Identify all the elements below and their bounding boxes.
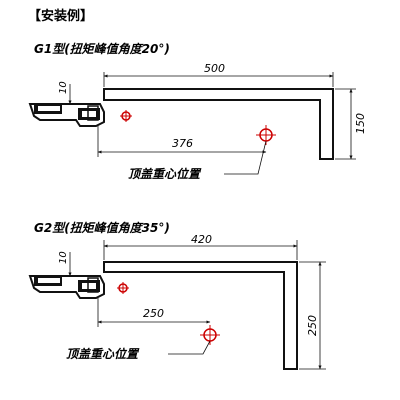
g2-diagram: G2型(扭矩峰值角度35°) 420 xyxy=(28,221,326,370)
g1-hinge-marker xyxy=(120,110,132,122)
g2-dim-cog: 250 xyxy=(97,298,211,327)
g2-cog-leader xyxy=(168,340,211,355)
g2-dim-bracket-value: 10 xyxy=(58,251,69,264)
g1-label: G1型(扭矩峰值角度20°) xyxy=(34,42,170,56)
g1-dim-width-value: 500 xyxy=(204,62,225,75)
g2-dim-bracket: 10 xyxy=(58,251,72,277)
g1-dim-cog-value: 376 xyxy=(172,137,193,150)
g2-cog-marker xyxy=(200,325,220,345)
section-title: 【安装例】 xyxy=(28,8,93,24)
g2-cog-label: 顶盖重心位置 xyxy=(66,347,140,361)
g1-hinge xyxy=(28,103,105,127)
g2-hinge-marker xyxy=(117,282,129,294)
g1-dim-cog: 376 xyxy=(97,126,267,157)
g1-dim-bracket: 10 xyxy=(58,81,72,105)
g1-dim-height-value: 150 xyxy=(354,113,367,134)
g1-dim-width: 500 xyxy=(103,62,334,87)
g1-cog-label: 顶盖重心位置 xyxy=(128,167,202,181)
g2-label: G2型(扭矩峰值角度35°) xyxy=(34,221,170,235)
g2-dim-height-value: 250 xyxy=(306,315,319,336)
g1-lid-frame xyxy=(103,88,334,160)
g1-diagram: G1型(扭矩峰值角度20°) 500 xyxy=(28,42,367,181)
g2-dim-width-value: 420 xyxy=(191,233,212,246)
g2-dim-height: 250 xyxy=(299,261,326,370)
g2-lid-frame xyxy=(103,261,298,370)
g2-dim-cog-value: 250 xyxy=(143,307,164,320)
g1-cog-leader xyxy=(224,140,267,175)
g2-dim-width: 420 xyxy=(103,233,298,260)
g1-dim-height: 150 xyxy=(335,88,367,160)
g1-dim-bracket-value: 10 xyxy=(58,81,69,94)
g2-hinge xyxy=(28,275,105,299)
